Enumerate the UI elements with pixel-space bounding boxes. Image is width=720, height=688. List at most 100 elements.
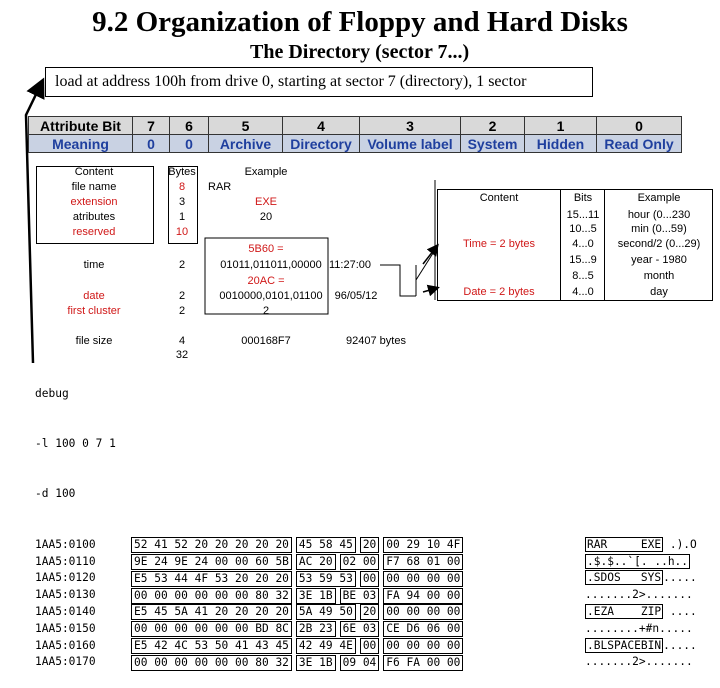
- dir-date-value: 96/05/12: [334, 290, 378, 302]
- attr-header-row: Attribute Bit 7 6 5 4 3 2 1 0: [28, 116, 682, 135]
- hex-ascii-filename: .EZA ZIP: [585, 603, 664, 619]
- time-bits-cell: 10...5: [569, 223, 597, 235]
- attr-header-cell: Attribute Bit: [28, 116, 133, 135]
- time-example-cell: hour (0...230: [627, 209, 691, 221]
- hex-byte-group: CE D6 06 00: [383, 621, 464, 638]
- hex-ascii-rest: .....: [663, 571, 697, 585]
- dir-date-hex: 20AC =: [247, 275, 285, 287]
- page-title: 9.2 Organization of Floppy and Hard Disk…: [92, 6, 628, 38]
- hex-address: 1AA5:0120: [35, 571, 96, 585]
- hex-byte-group: BE 03: [339, 587, 380, 604]
- connector-arrows: [24, 77, 440, 364]
- hex-byte-group: E5 53 44 4F 53 20 20 20: [131, 570, 292, 587]
- hex-byte-group: E5 42 4C 53 50 41 43 45: [131, 637, 292, 654]
- time-bits-cell: 4...0: [572, 238, 594, 250]
- hex-byte-group: 9E 24 9E 24 00 00 60 5B: [131, 553, 292, 570]
- hex-byte-group: AC 20: [295, 553, 336, 570]
- hex-ascii-rest: .......2>.......: [585, 655, 693, 669]
- date-example-cell: month: [643, 270, 675, 282]
- hex-ascii: .EZA ZIP ....: [585, 603, 697, 621]
- time-header-content: Content: [479, 192, 519, 204]
- date-label: Date = 2 bytes: [463, 286, 535, 298]
- hex-ascii: .......2>.......: [585, 654, 693, 671]
- attr-meaning-row: Meaning 0 0 Archive Directory Volume lab…: [28, 134, 682, 153]
- dir-content-cell: reserved: [72, 226, 116, 238]
- dir-content-cell: time: [83, 259, 105, 271]
- hex-byte-group: 00: [359, 570, 380, 587]
- time-bits-cell: 15...11: [566, 209, 600, 221]
- hex-ascii-rest: ........+#n.....: [585, 621, 693, 635]
- hex-ascii: .SDOS SYS.....: [585, 570, 697, 587]
- attr-meaning-cell: Meaning: [28, 134, 133, 153]
- hex-byte-group: 3E 1B: [295, 587, 336, 604]
- date-bits-cell: 15...9: [569, 254, 597, 266]
- dir-first-cluster: 2: [262, 305, 270, 317]
- hex-byte-group: 00 00 00 00 00 00 80 32: [131, 587, 292, 604]
- hex-ascii-filename: RAR EXE: [585, 536, 664, 552]
- hex-byte-group: 09 04: [339, 654, 380, 671]
- hex-address: 1AA5:0130: [35, 588, 96, 602]
- dir-content-cell: atributes: [72, 211, 116, 223]
- dir-bytes-cell: 10: [175, 226, 189, 238]
- hex-ascii-rest: .......2>.......: [585, 588, 693, 602]
- attr-meaning-cell: Directory: [282, 134, 360, 153]
- date-bits-cell: 8...5: [572, 270, 594, 282]
- dir-content-cell: extension: [70, 196, 118, 208]
- time-date-table: Content Bits Example Time = 2 bytes 15..…: [437, 189, 713, 301]
- hex-address: 1AA5:0140: [35, 604, 96, 618]
- dir-bytes-cell: 2: [178, 305, 186, 317]
- time-example-cell: second/2 (0...29): [617, 238, 701, 250]
- debug-command: -d 100: [35, 487, 76, 501]
- hex-ascii: ........+#n.....: [585, 621, 693, 638]
- date-example-cell: year - 1980: [631, 254, 687, 266]
- dir-bytes-cell: 8: [178, 181, 186, 193]
- hex-address: 1AA5:0110: [35, 554, 96, 568]
- dir-example-cell: EXE: [254, 196, 277, 208]
- hex-byte-group: F6 FA 00 00: [383, 654, 464, 671]
- dir-time-hex: 5B60 =: [248, 243, 284, 255]
- hex-byte-group: 42 49 4E: [295, 637, 356, 654]
- attr-meaning-cell: 0: [169, 134, 209, 153]
- hex-byte-group: 00 00 00 00: [383, 637, 464, 654]
- time-header-bits: Bits: [573, 192, 593, 204]
- hex-ascii-rest: ....: [663, 604, 697, 618]
- hex-byte-group: 00 00 00 00: [383, 570, 464, 587]
- hex-ascii-rest: .....: [663, 638, 697, 652]
- time-example-cell: min (0...59): [631, 223, 687, 235]
- attr-header-cell: 6: [169, 116, 209, 135]
- dir-date-bits: 0010000,0101,01100: [219, 290, 323, 302]
- hex-ascii: .......2>.......: [585, 587, 693, 604]
- attr-header-cell: 3: [359, 116, 461, 135]
- attr-header-cell: 0: [596, 116, 682, 135]
- attribute-bit-table: Attribute Bit 7 6 5 4 3 2 1 0 Meaning 0 …: [28, 116, 682, 153]
- dir-content-cell: date: [83, 290, 105, 302]
- hex-byte-group: 00 00 00 00 00 00 80 32: [131, 654, 292, 671]
- hex-byte-group: FA 94 00 00: [383, 587, 464, 604]
- dir-time-value: 11:27:00: [328, 259, 371, 271]
- hex-byte-group: 2B 23: [295, 621, 336, 638]
- page-subtitle: The Directory (sector 7...): [250, 41, 470, 63]
- attr-header-cell: 1: [524, 116, 597, 135]
- attr-meaning-cell: 0: [132, 134, 170, 153]
- hex-address: 1AA5:0170: [35, 655, 96, 669]
- debug-command: debug: [35, 386, 69, 400]
- dir-example-cell: 20: [259, 211, 273, 223]
- hex-byte-group: 00 00 00 00: [383, 604, 464, 621]
- attr-header-cell: 5: [208, 116, 283, 135]
- hex-byte-group: 20: [359, 604, 380, 621]
- hex-ascii-filename: .BLSPACEBIN: [585, 637, 664, 653]
- dir-file-size-value: 92407 bytes: [346, 335, 406, 347]
- hex-address: 1AA5:0100: [35, 537, 96, 551]
- date-example-cell: day: [650, 286, 668, 298]
- attr-header-cell: 7: [132, 116, 170, 135]
- dir-bytes-cell: 4: [178, 335, 186, 347]
- hex-ascii-filename: .SDOS SYS: [585, 570, 664, 586]
- attr-meaning-cell: Volume label: [359, 134, 461, 153]
- dir-example-cell: RAR: [208, 181, 232, 193]
